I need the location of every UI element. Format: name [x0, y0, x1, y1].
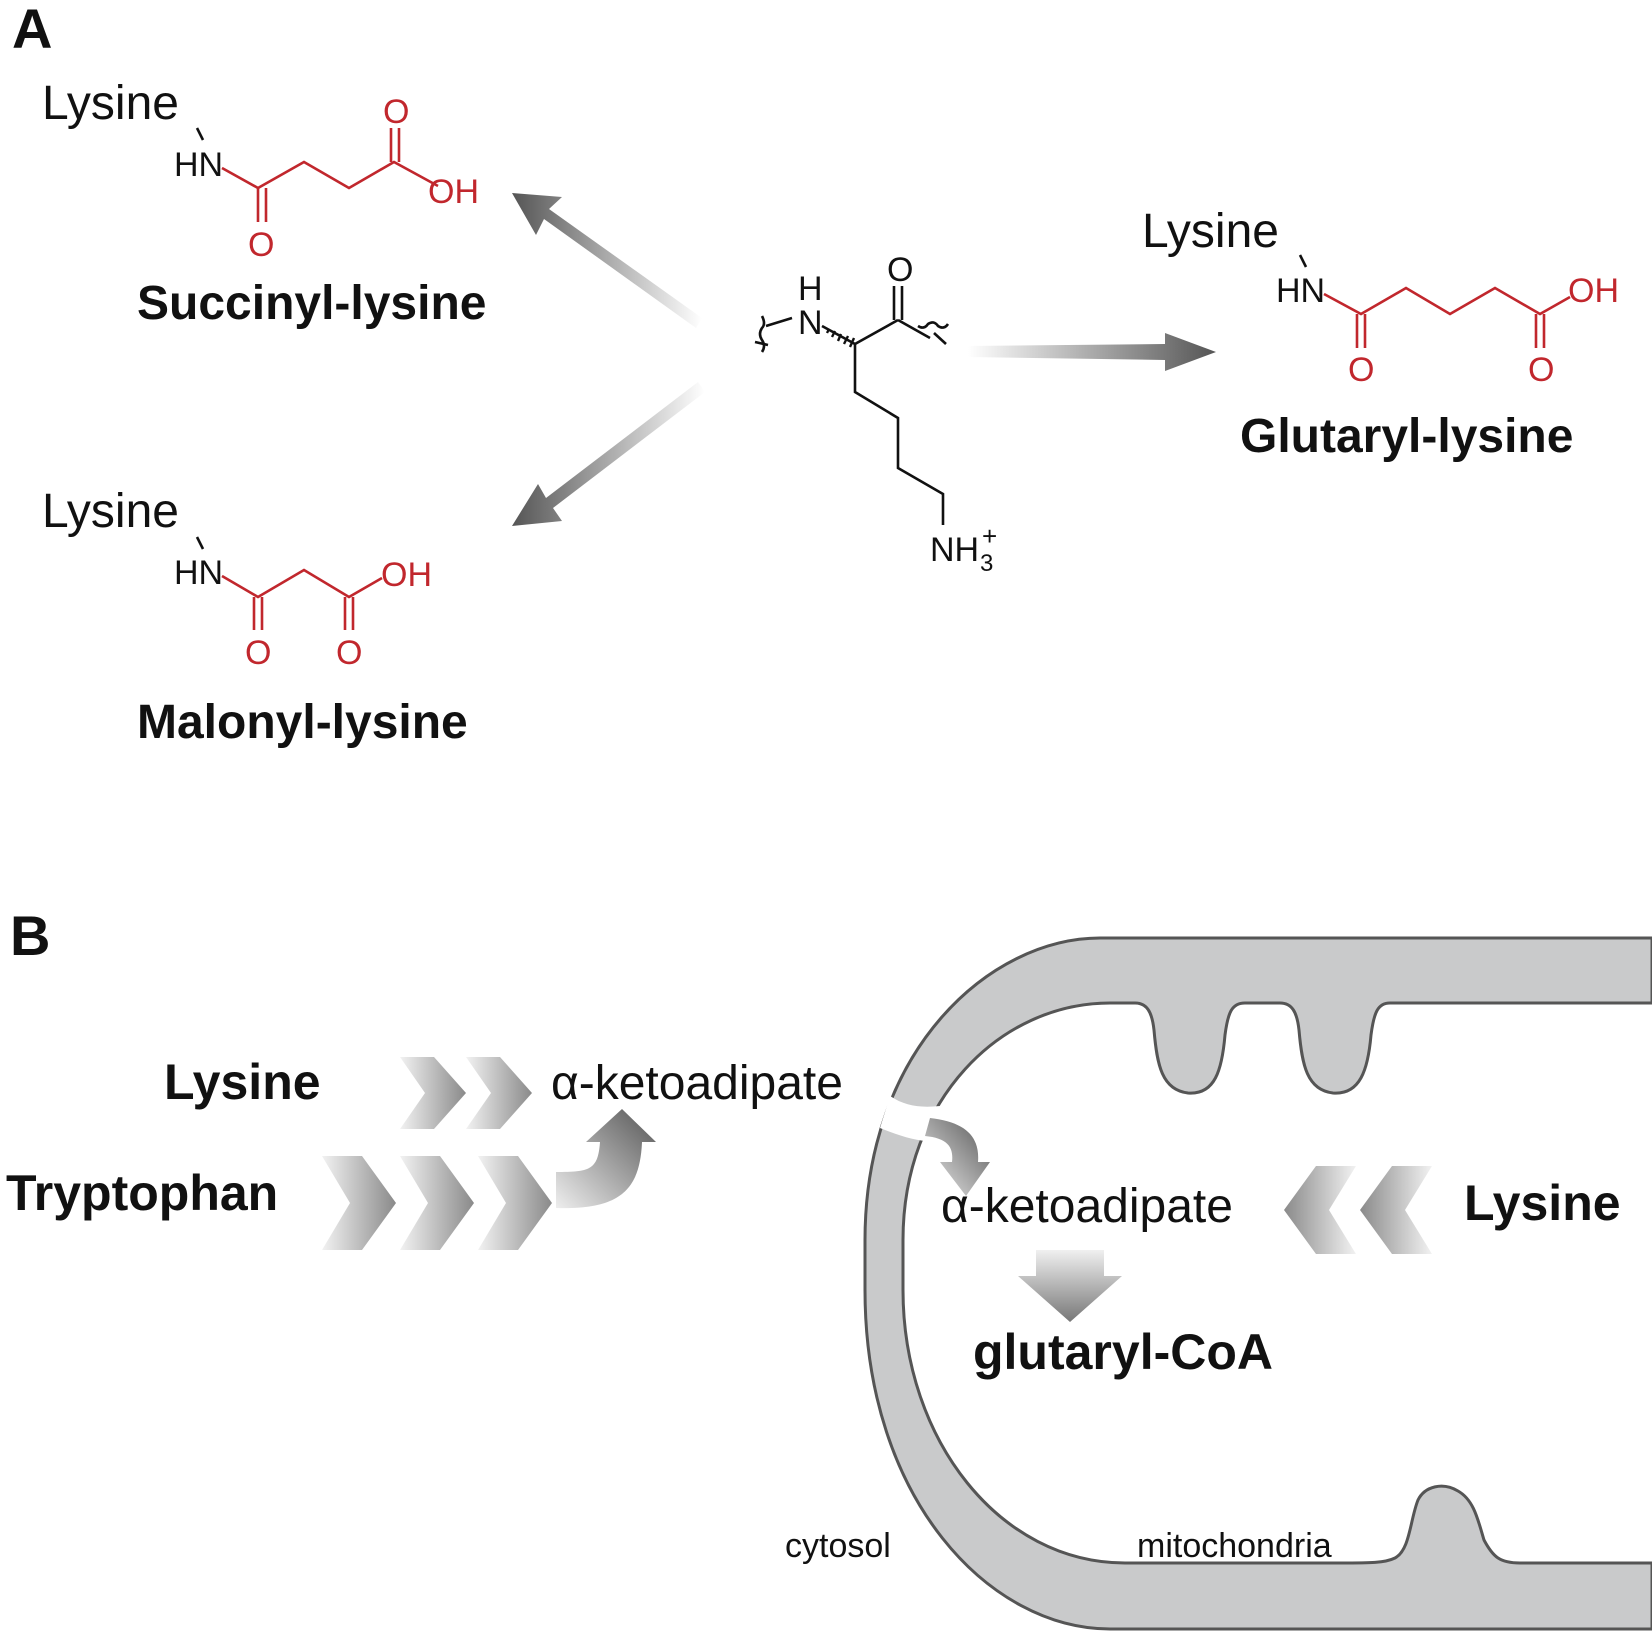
atom-o: O: [383, 93, 409, 131]
cytosol-lysine-arrows: [400, 1057, 532, 1129]
atom-sub3: 3: [980, 550, 993, 577]
atom-o: O: [245, 634, 271, 672]
panel-label-b: B: [10, 904, 50, 967]
atom-o: O: [887, 251, 913, 289]
transport-arrow: [925, 1118, 990, 1196]
compound-name: Glutaryl-lysine: [1240, 410, 1573, 463]
arrow-to-glutaryl: [968, 333, 1216, 371]
lysine-residue-structure: H N O NH 3 +: [754, 251, 997, 577]
atom-o: O: [1528, 351, 1554, 389]
mito-lysine-arrows: [1284, 1166, 1432, 1254]
atom-o: O: [1348, 351, 1374, 389]
atom-hn: HN: [174, 146, 223, 184]
compound-name: Malonyl-lysine: [137, 696, 468, 749]
cytosol-label: cytosol: [785, 1527, 891, 1565]
tryptophan-label: Tryptophan: [6, 1165, 278, 1221]
down-arrow: [1018, 1250, 1122, 1322]
arrow-to-malonyl: [512, 382, 705, 526]
lysine-label: Lysine: [1142, 205, 1279, 258]
atom-hn: HN: [174, 554, 223, 592]
malonyl-lysine-structure: Lysine HN O O OH Malonyl-lysine: [42, 485, 468, 749]
mitochondria-label: mitochondria: [1137, 1527, 1332, 1565]
glutaryl-coa-label: glutaryl-CoA: [973, 1324, 1273, 1380]
atom-oh: OH: [381, 556, 432, 594]
atom-o: O: [248, 226, 274, 264]
atom-o: O: [336, 634, 362, 672]
glutaryl-lysine-structure: Lysine HN O O OH Glutaryl-lysine: [1142, 205, 1619, 463]
succinyl-lysine-structure: Lysine HN O O OH Succinyl-lysine: [42, 77, 486, 330]
arrow-to-succinyl: [512, 193, 702, 328]
atom-nh3: NH: [930, 531, 979, 569]
atom-oh: OH: [1568, 272, 1619, 310]
alpha-ketoadipate-mito: α-ketoadipate: [941, 1180, 1233, 1233]
lysine-label: Lysine: [42, 77, 179, 130]
atom-oh: OH: [428, 173, 479, 211]
compound-name: Succinyl-lysine: [137, 277, 486, 330]
atom-plus: +: [982, 521, 997, 551]
cytosol-lysine-label: Lysine: [164, 1054, 321, 1110]
lysine-label: Lysine: [42, 485, 179, 538]
mito-lysine-label: Lysine: [1464, 1175, 1621, 1231]
panel-label-a: A: [12, 0, 52, 60]
cytosol-tryptophan-arrows: [322, 1109, 656, 1250]
atom-n: N: [798, 304, 823, 342]
atom-h: H: [798, 270, 823, 308]
atom-hn: HN: [1276, 272, 1325, 310]
mitochondrion-membrane: [863, 936, 1652, 1631]
alpha-ketoadipate-cytosol: α-ketoadipate: [551, 1057, 843, 1110]
